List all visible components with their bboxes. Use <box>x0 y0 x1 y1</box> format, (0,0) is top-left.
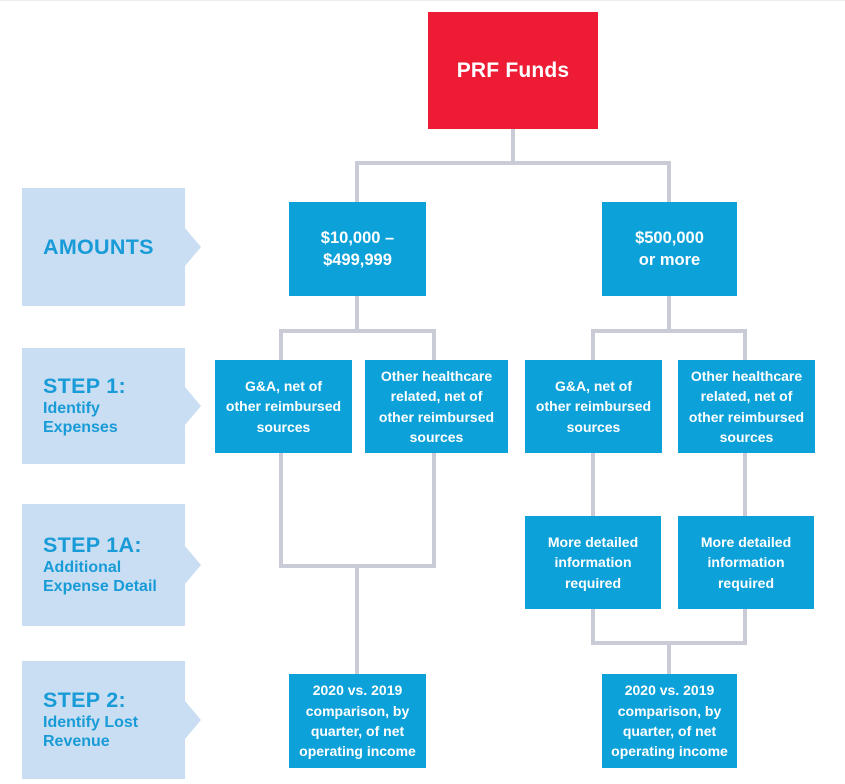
node-large-detail-ga: More detailed information required <box>525 516 661 609</box>
connector-line <box>355 161 359 202</box>
row-label-step1a: STEP 1A: Additional Expense Detail <box>22 504 201 626</box>
node-large-other-healthcare: Other healthcare related, net of other r… <box>678 360 815 453</box>
connector-line <box>743 329 747 360</box>
node-large-detail-other: More detailed information required <box>678 516 814 609</box>
connector-line <box>432 453 436 568</box>
node-amount-large: $500,000 or more <box>602 202 737 296</box>
connector-line <box>511 129 515 165</box>
arrow-right-icon <box>185 387 201 425</box>
connector-line <box>279 329 436 333</box>
connector-line <box>667 296 671 333</box>
connector-line <box>667 641 671 674</box>
connector-line <box>355 564 359 674</box>
connector-line <box>591 329 747 333</box>
node-small-ga-expenses: G&A, net of other reimbursed sources <box>215 360 352 453</box>
connector-line <box>355 296 359 333</box>
row-label-amounts: AMOUNTS <box>22 188 201 306</box>
node-small-other-healthcare: Other healthcare related, net of other r… <box>365 360 508 453</box>
connector-line <box>667 161 671 202</box>
connector-line <box>591 453 595 516</box>
connector-line <box>591 609 595 645</box>
connector-line <box>591 329 595 360</box>
connector-line <box>279 453 283 568</box>
row-label-subtitle: Identify Lost Revenue <box>43 714 139 751</box>
arrow-right-icon <box>185 701 201 739</box>
node-prf-funds: PRF Funds <box>428 12 598 129</box>
row-label-title: STEP 1A: <box>43 532 142 557</box>
connector-line <box>743 609 747 645</box>
connector-line <box>355 161 671 165</box>
row-label-title: AMOUNTS <box>43 234 154 259</box>
arrow-right-icon <box>185 228 201 266</box>
node-large-ga-expenses: G&A, net of other reimbursed sources <box>525 360 662 453</box>
row-label-step2: STEP 2: Identify Lost Revenue <box>22 661 201 779</box>
row-label-subtitle: Additional Expense Detail <box>43 559 157 596</box>
node-large-lost-revenue: 2020 vs. 2019 comparison, by quarter, of… <box>602 674 737 768</box>
row-label-title: STEP 2: <box>43 687 126 712</box>
row-label-title: STEP 1: <box>43 373 126 398</box>
connector-line <box>432 329 436 360</box>
row-label-subtitle: Identify Expenses <box>43 400 118 437</box>
node-small-lost-revenue: 2020 vs. 2019 comparison, by quarter, of… <box>289 674 426 768</box>
connector-line <box>743 453 747 516</box>
node-amount-small: $10,000 – $499,999 <box>289 202 426 296</box>
connector-line <box>279 329 283 360</box>
arrow-right-icon <box>185 546 201 584</box>
row-label-step1: STEP 1: Identify Expenses <box>22 348 201 464</box>
